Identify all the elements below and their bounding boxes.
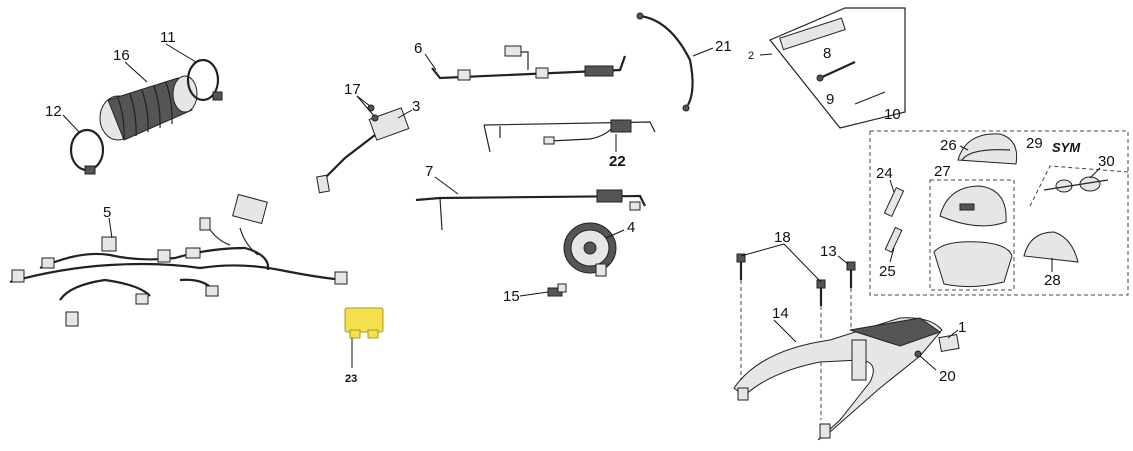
cable-7-assembly: 7 — [415, 163, 646, 231]
label-30: 30 — [1098, 153, 1115, 170]
leader-18b — [783, 243, 822, 283]
part-26-lid — [957, 133, 1018, 165]
label-26: 26 — [940, 137, 957, 154]
cable-21-part — [636, 12, 694, 112]
label-14: 14 — [772, 305, 789, 322]
label-21: 21 — [715, 38, 732, 55]
label-16: 16 — [113, 47, 130, 64]
bolt-13-part — [846, 261, 856, 330]
label-1: 1 — [958, 319, 966, 336]
cable-22-part — [483, 119, 656, 153]
leader-3 — [397, 109, 413, 119]
leader-18a — [740, 243, 785, 257]
label-5: 5 — [103, 204, 111, 221]
label-9: 9 — [826, 91, 834, 108]
leader-2 — [759, 53, 773, 56]
part-27-box-upper — [939, 185, 1007, 227]
label-18: 18 — [774, 229, 791, 246]
kit-2-assembly: 2 8 9 10 — [748, 7, 906, 129]
label-12: 12 — [45, 103, 62, 120]
cable-7-part — [415, 189, 646, 231]
wire-harness-assembly: 5 — [9, 193, 348, 327]
ignition-coil-assembly: 17 3 — [316, 81, 420, 194]
leader-25 — [889, 247, 895, 263]
leader-24 — [889, 179, 895, 193]
part-27-box-lower — [933, 241, 1013, 288]
label-23: 23 — [345, 373, 357, 385]
carrier-14-part — [733, 317, 943, 441]
leader-5 — [108, 217, 113, 239]
rear-carrier-assembly: 18 13 14 1 20 — [733, 229, 966, 441]
part-25-strip — [884, 226, 903, 253]
leader-13 — [837, 255, 849, 265]
part-30-lock — [1043, 176, 1109, 193]
label-15: 15 — [503, 288, 520, 305]
leader-17b — [356, 95, 375, 117]
cable-22-assembly: 22 — [483, 119, 656, 170]
leader-11 — [165, 43, 197, 63]
leader-20 — [919, 355, 937, 371]
cable-21-assembly: 21 — [636, 12, 732, 112]
label-24: 24 — [876, 165, 893, 182]
label-22: 22 — [609, 153, 626, 170]
label-10: 10 — [884, 106, 901, 123]
top-box-kit-outline — [869, 130, 1129, 296]
part-24-strip — [883, 186, 905, 218]
label-25: 25 — [879, 263, 896, 280]
leader-30 — [1089, 167, 1101, 179]
leader-4 — [605, 229, 625, 239]
kit-2-outline — [769, 7, 906, 129]
clamp-11-part — [186, 58, 223, 102]
part-8 — [779, 17, 846, 51]
part-10 — [854, 91, 886, 105]
fuse-part — [344, 307, 384, 339]
label-4: 4 — [627, 219, 635, 236]
leader-1 — [947, 329, 959, 339]
part-9 — [816, 60, 856, 82]
label-28: 28 — [1044, 272, 1061, 289]
leader-12 — [62, 114, 81, 134]
label-3: 3 — [412, 98, 420, 115]
top-box-27-outline — [929, 179, 1015, 291]
leader-17a — [356, 95, 371, 107]
label-27: 27 — [934, 163, 951, 180]
horn-assembly: 4 15 — [503, 219, 635, 305]
top-box-kit-assembly: 26 27 29 SYM 30 24 25 28 — [869, 130, 1129, 296]
brand-logo-sym: SYM — [1052, 140, 1081, 155]
label-7: 7 — [425, 163, 433, 180]
leader-14 — [773, 319, 797, 343]
leader-16 — [124, 61, 148, 83]
leader-6 — [424, 53, 437, 71]
leader-7 — [434, 176, 459, 195]
label-20: 20 — [939, 368, 956, 385]
leader-15 — [519, 291, 549, 297]
bolt-15-part — [547, 283, 567, 297]
part-28-pad — [1023, 231, 1079, 263]
bolt-18b-part — [816, 279, 826, 420]
label-6: 6 — [414, 40, 422, 57]
fuse-assembly: 23 — [344, 307, 384, 385]
intake-boot-assembly: 11 16 12 — [45, 29, 223, 175]
label-13: 13 — [820, 243, 837, 260]
label-11: 11 — [160, 29, 176, 46]
cable-6-part — [431, 45, 627, 81]
bolt-20-part — [914, 350, 922, 358]
label-17: 17 — [344, 81, 361, 98]
leader-21 — [692, 47, 714, 57]
leader-26 — [959, 145, 969, 151]
bolt-18a-part — [736, 253, 746, 380]
label-2: 2 — [748, 50, 754, 62]
wire-harness-part — [9, 193, 348, 327]
clamp-12-part — [69, 128, 105, 175]
horn-part — [563, 222, 617, 277]
label-29: 29 — [1026, 135, 1043, 152]
ignition-coil-part — [316, 104, 410, 194]
plate-1-part — [938, 333, 960, 353]
intake-boot-part — [99, 75, 198, 141]
cable-6-assembly: 6 — [414, 40, 627, 81]
label-8: 8 — [823, 45, 831, 62]
